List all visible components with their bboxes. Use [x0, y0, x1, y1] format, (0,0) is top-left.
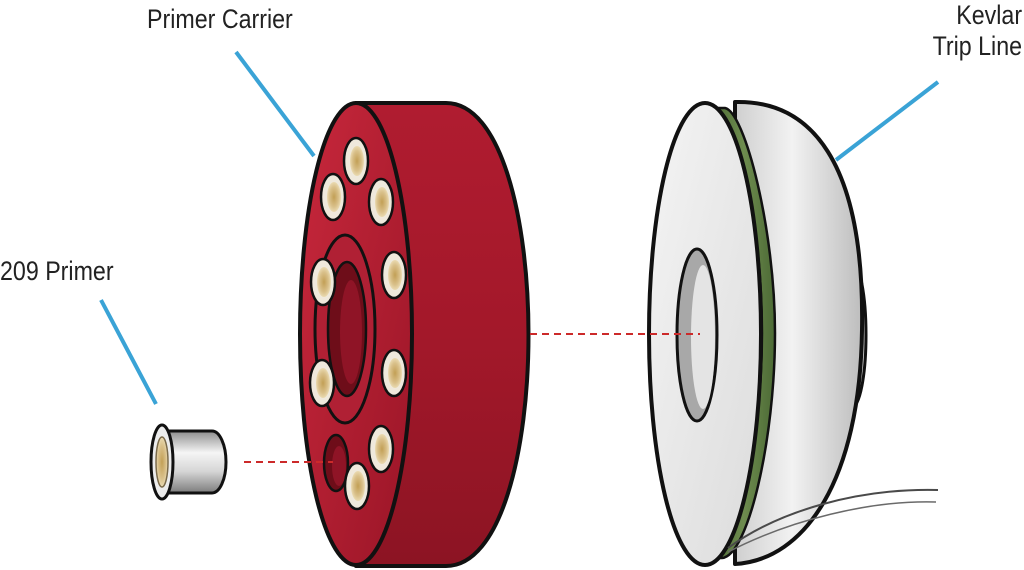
kevlar-line-tail: [727, 488, 939, 549]
kevlar-spool: [647, 99, 939, 567]
primer-pocket: [308, 358, 336, 408]
primer-pocket: [319, 172, 347, 222]
primer-pocket: [343, 461, 371, 511]
primer-pocket: [367, 177, 395, 227]
primer-carrier-leader-line: [234, 50, 316, 158]
primer-209-label: 209 Primer: [0, 256, 114, 286]
kevlar-trip-line-leader-line: [834, 80, 940, 162]
primer-pocket: [309, 257, 337, 307]
kevlar-label-line1: Kevlar: [956, 0, 1022, 30]
primer-209-leader-line: [99, 299, 158, 405]
primer-pockets: [308, 136, 408, 511]
primer-209: [149, 423, 228, 501]
primer-carrier: [298, 101, 531, 568]
kevlar-trip-line-label: Kevlar Trip Line: [933, 0, 1022, 62]
primer-pocket: [380, 348, 408, 398]
kevlar-label-line2: Trip Line: [932, 31, 1022, 61]
primer-pocket: [367, 424, 395, 474]
primer-pocket: [380, 250, 408, 300]
primer-carrier-label: Primer Carrier: [147, 4, 293, 34]
primer-pocket: [342, 136, 370, 186]
primer-pocket-empty: [322, 433, 350, 493]
